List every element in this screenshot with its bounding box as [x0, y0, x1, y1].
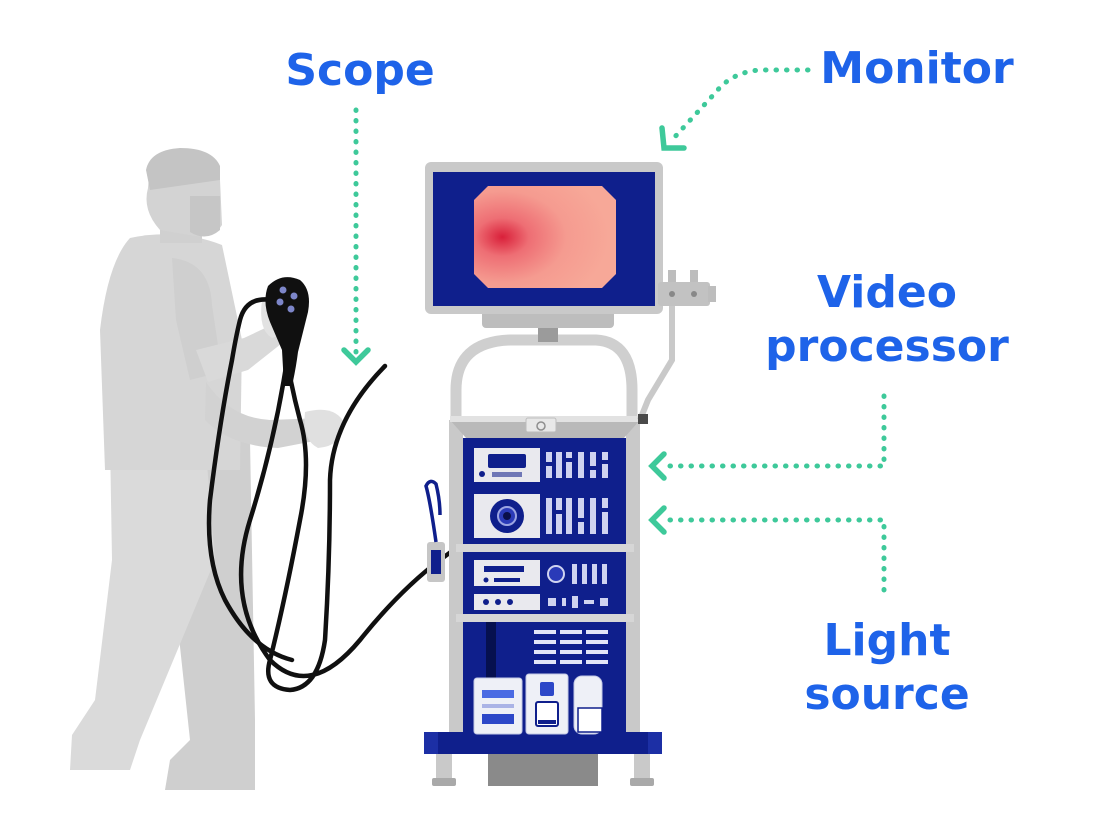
label-video-line2: processor: [765, 321, 1009, 372]
label-video-processor: Video processor: [762, 266, 1012, 374]
arrow-monitor: [659, 67, 811, 151]
label-video-line1: Video: [817, 267, 957, 318]
label-scope-text: Scope: [285, 45, 435, 96]
label-monitor-text: Monitor: [820, 43, 1014, 94]
scope-handle-icon: [265, 277, 309, 386]
light-source: [424, 479, 634, 582]
label-light-line1: Light: [823, 615, 951, 666]
label-monitor: Monitor: [812, 42, 1022, 96]
video-processor: [470, 444, 618, 486]
monitor: [425, 162, 716, 342]
label-light-line2: source: [804, 669, 970, 720]
arrow-video-processor: [648, 393, 887, 481]
arrow-light-source: [648, 505, 887, 593]
person-figure: [70, 148, 345, 790]
endoscopic-image: [474, 186, 616, 288]
lower-units: [456, 556, 634, 735]
label-light-source: Light source: [792, 614, 982, 722]
arrow-scope: [341, 107, 371, 366]
label-scope: Scope: [280, 44, 440, 98]
